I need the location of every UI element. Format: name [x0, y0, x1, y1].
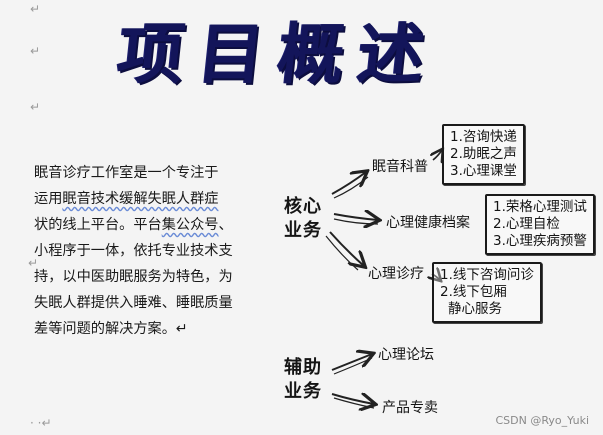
core-label-line: 核心	[284, 196, 322, 217]
list-item: 2.助眠之声	[450, 146, 517, 162]
aux-business-label: 辅助 业务	[284, 356, 322, 404]
branch-shop: 产品专卖	[382, 400, 438, 416]
branch-forum: 心理论坛	[378, 347, 434, 363]
list-item: 1.线下咨询问诊	[440, 267, 534, 283]
paragraph-mark: ↵	[28, 256, 39, 270]
paragraph-line: 眠音诊疗工作室是一个专注于	[34, 165, 219, 181]
arrow-to-science	[331, 172, 366, 195]
arrow-to-shop	[331, 394, 374, 404]
science-items-box: 1.咨询快递 2.助眠之声 3.心理课堂	[442, 124, 525, 185]
list-item: 1.咨询快递	[450, 129, 517, 145]
branch-therapy: 心理诊疗	[368, 266, 424, 282]
aux-label-line: 辅助	[284, 357, 322, 378]
arrow-to-therapy	[329, 231, 364, 266]
paragraph-line: 差等问题的解决方案。↵	[34, 321, 188, 337]
paragraph-line: 失眠人群提供入睡难、睡眠质量	[34, 295, 233, 311]
spellcheck-underline: 集公众号	[161, 217, 219, 233]
paragraph-line: 持，以中医助眠服务为特色，为	[34, 269, 233, 285]
paragraph-line: 小程序于一体，依托专业技术支	[34, 243, 233, 259]
therapy-items-box: 1.线下咨询问诊 2.线下包厢 静心服务	[432, 262, 542, 323]
arrow-science-box	[433, 150, 442, 160]
paragraph-line: 运用眠音技术缓解失眠人群症	[34, 191, 219, 207]
list-item: 2.线下包厢	[440, 284, 507, 300]
paragraph-line: 状的线上平台。平台集公众号、	[34, 217, 233, 233]
archive-items-box: 1.荣格心理测试 2.心理自检 3.心理疾病预警	[485, 194, 595, 255]
list-item: 3.心理课堂	[450, 163, 517, 179]
paragraph-dots: · ·↵	[30, 416, 52, 430]
arrow-to-archive	[333, 214, 378, 220]
arrow-to-forum	[331, 354, 372, 371]
list-item: 3.心理疾病预警	[493, 233, 587, 249]
core-business-label: 核心 业务	[284, 195, 322, 243]
paragraph-mark: ↵	[30, 44, 41, 58]
paragraph-mark: ↵	[30, 100, 41, 114]
branch-science: 眠音科普	[372, 159, 428, 175]
spellcheck-underline: 眠音技术缓解失眠人群症	[62, 191, 219, 207]
paragraph-mark: ↵	[30, 2, 41, 16]
list-item: 静心服务	[448, 301, 502, 317]
branch-archive: 心理健康档案	[386, 215, 470, 231]
watermark-credit: CSDN @Ryo_Yuki	[495, 414, 590, 427]
list-item: 2.心理自检	[493, 216, 560, 232]
intro-paragraph[interactable]: 眠音诊疗工作室是一个专注于运用眠音技术缓解失眠人群症状的线上平台。平台集公众号、…	[34, 160, 266, 342]
list-item: 1.荣格心理测试	[493, 199, 587, 215]
core-label-line: 业务	[284, 220, 322, 241]
aux-label-line: 业务	[284, 381, 322, 402]
